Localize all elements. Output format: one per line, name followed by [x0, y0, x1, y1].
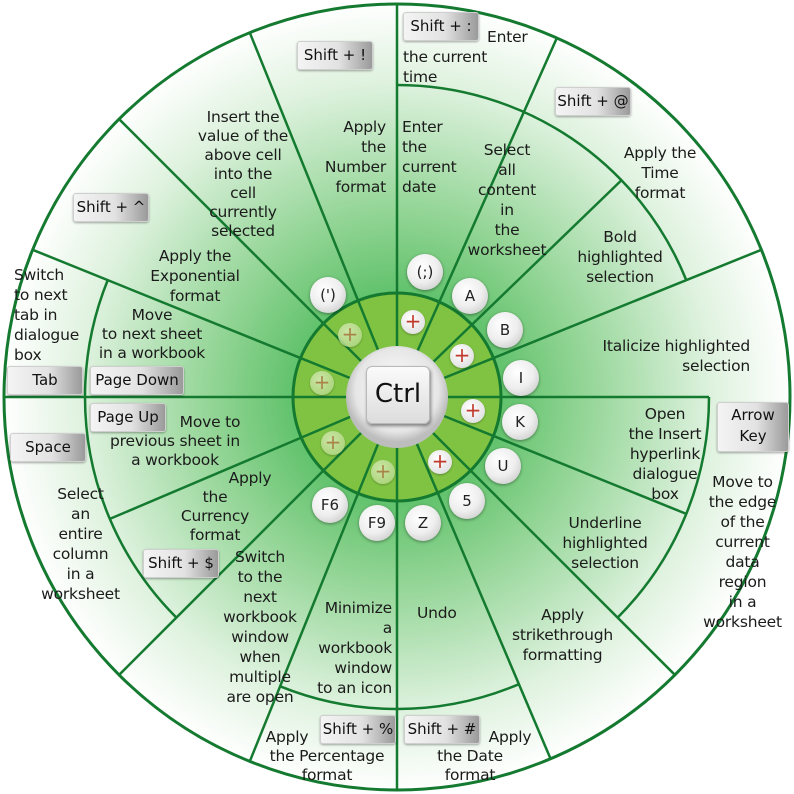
page-up-key[interactable]: Page Up — [90, 403, 166, 432]
desc-select-all: Select all content in the worksheet — [467, 141, 547, 259]
divider-line — [300, 415, 352, 439]
shift-colon-key[interactable]: Shift + : — [403, 12, 479, 41]
divider-arc — [83, 279, 109, 398]
key-i[interactable]: I — [503, 360, 539, 396]
divider-line — [492, 434, 687, 516]
divider-line — [492, 248, 761, 360]
divider-line — [431, 431, 472, 472]
divider-line — [109, 436, 302, 521]
key-f9[interactable]: F9 — [359, 505, 395, 541]
shift-caret-key[interactable]: Shift + ^ — [73, 193, 149, 222]
desc-minimize: Minimize a workbook window to an icon — [317, 599, 392, 697]
desc-strikethrough: Apply strikethrough formatting — [511, 606, 614, 664]
desc-date-format: Apply the Date format — [437, 728, 532, 784]
divider-arc — [279, 685, 398, 711]
tab-key[interactable]: Tab — [7, 366, 83, 395]
divider-arc — [396, 83, 688, 281]
divider-line — [118, 118, 325, 325]
desc-next-sheet: Move to next sheet in a workbook — [98, 306, 206, 362]
plus-icon: + — [450, 344, 474, 368]
divider-line — [469, 469, 676, 676]
desc-exponential: Apply the Exponential format — [150, 247, 240, 305]
key-u[interactable]: U — [485, 448, 521, 484]
key-b[interactable]: B — [487, 312, 523, 348]
divider-line — [118, 469, 325, 676]
divider-line — [470, 179, 623, 326]
desc-currency: Apply the Currency format — [180, 469, 272, 544]
desc-italic: Italicize highlighted selection — [602, 337, 750, 375]
desc-select-column: Select an entire column in a worksheet — [41, 485, 120, 603]
desc-bold: Bold highlighted selection — [577, 228, 663, 286]
desc-hyperlink: Open the Insert hyperlink dialogue box — [628, 405, 702, 503]
desc-undo: Undo — [417, 604, 457, 622]
divider-line — [415, 442, 439, 494]
plus-icon: + — [428, 450, 452, 474]
divider-arc — [616, 396, 711, 619]
divider-line — [442, 414, 494, 438]
desc-arrow-edge: Move to the edge of the current data reg… — [703, 473, 782, 631]
desc-switch-window: Switch to the next workbook window when … — [223, 548, 297, 706]
divider-line — [356, 300, 380, 352]
divider-line — [432, 323, 473, 364]
divider-line — [442, 356, 494, 380]
key-semicolon[interactable]: (;) — [407, 254, 443, 290]
key-a[interactable]: A — [452, 278, 488, 314]
divider-line — [322, 431, 363, 472]
desc-next-tab: Switch to next tab in dialogue box — [14, 266, 80, 364]
divider-line — [248, 492, 360, 761]
desc-percentage: Apply the Percentage format — [265, 728, 385, 784]
shift-at-key[interactable]: Shift + @ — [555, 87, 631, 116]
divider-arc — [83, 396, 178, 619]
key-5[interactable]: 5 — [449, 483, 485, 519]
desc-time-format: Apply the Time format — [623, 144, 697, 202]
ctrl-key[interactable]: Ctrl — [366, 366, 430, 424]
divider-line — [300, 356, 352, 380]
shift-dollar-key[interactable]: Shift + $ — [143, 549, 219, 578]
key-z[interactable]: Z — [405, 505, 441, 541]
plus-icon: + — [371, 460, 395, 484]
divider-arc — [396, 683, 520, 711]
plus-icon: + — [338, 323, 362, 347]
shift-percent-key[interactable]: Shift + % — [320, 715, 396, 744]
desc-current-time: Enter the current time — [403, 28, 528, 86]
divider-line — [438, 38, 558, 303]
key-f6[interactable]: F6 — [312, 487, 348, 523]
desc-prev-sheet: Move to previous sheet in a workbook — [110, 413, 241, 469]
arrow-key[interactable]: Arrow Key — [717, 402, 789, 452]
divider-line — [33, 248, 302, 360]
divider-line — [436, 492, 552, 759]
plus-icon: + — [401, 310, 425, 334]
page-down-key[interactable]: Page Down — [90, 366, 184, 395]
plus-icon: + — [461, 399, 485, 423]
divider-line — [248, 33, 360, 302]
shift-exclamation-key[interactable]: Shift + ! — [297, 41, 373, 70]
plus-icon: + — [321, 431, 345, 455]
desc-insert-above: Insert the value of the above cell into … — [197, 108, 289, 240]
desc-underline: Underline highlighted selection — [562, 514, 648, 572]
divider-lines — [5, 5, 761, 789]
space-key[interactable]: Space — [10, 433, 86, 462]
key-k[interactable]: K — [502, 404, 538, 440]
divider-line — [356, 442, 380, 494]
key-apostrophe[interactable]: (') — [310, 277, 346, 313]
divider-line — [416, 301, 441, 352]
plus-icon: + — [310, 371, 334, 395]
desc-number-format: Apply the Number format — [324, 118, 386, 196]
shift-hash-key[interactable]: Shift + # — [404, 715, 480, 744]
desc-current-date: Enter the current date — [402, 118, 457, 196]
